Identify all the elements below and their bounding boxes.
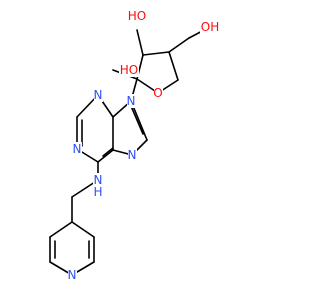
atom-o-ring: O — [153, 86, 162, 100]
atom-n7: N — [128, 148, 137, 162]
atom-oh-top: OH — [201, 20, 219, 34]
atom-layer: OH HO HO O N N N N N H N — [68, 9, 220, 282]
atom-n-pyridine: N — [68, 268, 77, 282]
atom-nh-hydrogen: H — [93, 185, 102, 199]
bond — [168, 51, 179, 81]
atom-ho-upper: HO — [128, 9, 146, 23]
bond — [71, 221, 95, 238]
atom-n3: N — [94, 88, 103, 102]
molecule-structure: OH HO HO O N N N N N H N — [49, 9, 220, 282]
bond — [142, 51, 170, 56]
bond — [102, 147, 114, 157]
atom-n1: N — [73, 142, 82, 156]
bond — [97, 149, 114, 163]
bond — [136, 29, 144, 56]
bond — [49, 221, 73, 238]
atom-ho-lower: HO — [120, 63, 138, 77]
atom-n9: N — [127, 94, 136, 108]
bond — [130, 105, 144, 135]
atom-nh: N — [94, 173, 103, 187]
bond — [168, 37, 190, 53]
